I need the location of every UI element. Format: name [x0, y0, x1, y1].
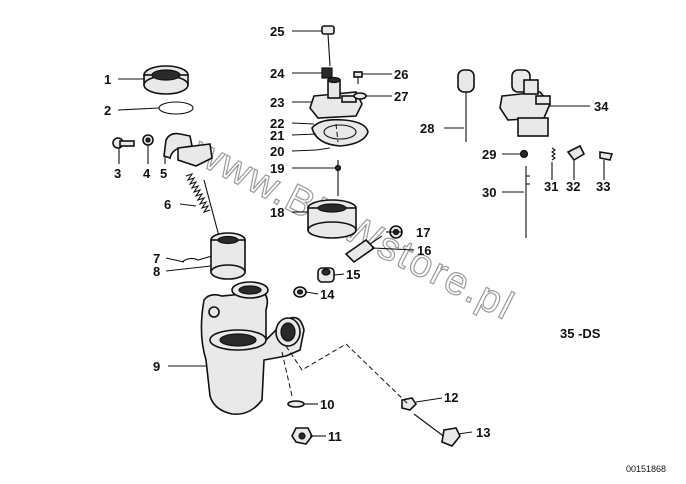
part-choke-housing: [499, 69, 551, 137]
callout-12: 12: [444, 390, 458, 405]
callout-20: 20: [270, 144, 284, 159]
callout-16: 16: [417, 243, 431, 258]
diagram-code: 35 -DS: [560, 326, 601, 341]
part-fitting: [321, 67, 333, 79]
part-cap: [143, 65, 189, 95]
part-small-washer: [353, 92, 367, 100]
part-elbow-fitting: [163, 132, 213, 167]
part-float-needle: [334, 160, 342, 196]
part-tickler: [321, 25, 335, 67]
part-idle-screw: [413, 413, 461, 447]
callout-30: 30: [482, 185, 496, 200]
callout-13: 13: [476, 425, 490, 440]
callout-24: 24: [270, 66, 285, 81]
part-carburettor-body: [200, 281, 305, 416]
part-pin: [315, 147, 331, 151]
callout-34: 34: [594, 99, 609, 114]
callout-32: 32: [566, 179, 580, 194]
part-small-screw: [353, 71, 363, 84]
part-seal-ring: [158, 101, 194, 115]
reference-number: 00151868: [626, 464, 666, 474]
callout-23: 23: [270, 95, 284, 110]
part-choke-rod: [457, 69, 475, 142]
callout-10: 10: [320, 397, 334, 412]
callout-18: 18: [270, 205, 284, 220]
callout-7: 7: [153, 251, 160, 266]
leader-lines: [117, 30, 605, 437]
part-gasket: [311, 118, 369, 147]
part-spring-small: [551, 147, 556, 161]
part-jet: [293, 286, 307, 298]
part-lever: [566, 144, 586, 162]
callout-9: 9: [153, 359, 160, 374]
callout-26: 26: [394, 67, 408, 82]
part-nut: [142, 134, 154, 146]
callout-5: 5: [160, 166, 167, 181]
callout-28: 28: [420, 121, 434, 136]
part-float-cover: [309, 76, 363, 119]
part-circlip: [519, 149, 529, 159]
callout-3: 3: [114, 166, 121, 181]
callout-4: 4: [143, 166, 151, 181]
callout-14: 14: [320, 287, 335, 302]
part-jet-holder: [317, 267, 335, 283]
callout-17: 17: [416, 225, 430, 240]
callout-1: 1: [104, 72, 111, 87]
callout-11: 11: [328, 429, 342, 444]
part-washer: [287, 400, 305, 408]
part-drain-plug: [291, 427, 313, 445]
part-screw: [112, 137, 135, 149]
callout-25: 25: [270, 24, 284, 39]
callout-8: 8: [153, 264, 160, 279]
callout-22: 22: [270, 116, 284, 131]
callout-numbers: 1 2 3 4 5 6 7 8 9 10 11 12 13 14 15 16 1…: [104, 24, 610, 444]
callout-6: 6: [164, 197, 171, 212]
assembly-line: [281, 123, 409, 405]
part-slide: [210, 232, 246, 280]
part-plunger: [525, 166, 530, 238]
callout-21: 21: [270, 128, 284, 143]
callout-2: 2: [104, 103, 111, 118]
callout-33: 33: [596, 179, 610, 194]
callout-19: 19: [270, 161, 284, 176]
callout-15: 15: [346, 267, 360, 282]
part-clip: [599, 151, 614, 161]
callout-27: 27: [394, 89, 408, 104]
part-needle-clip: [181, 255, 213, 263]
part-spring: [185, 172, 221, 241]
part-float: [307, 199, 357, 239]
callout-29: 29: [482, 147, 496, 162]
callout-31: 31: [544, 179, 558, 194]
